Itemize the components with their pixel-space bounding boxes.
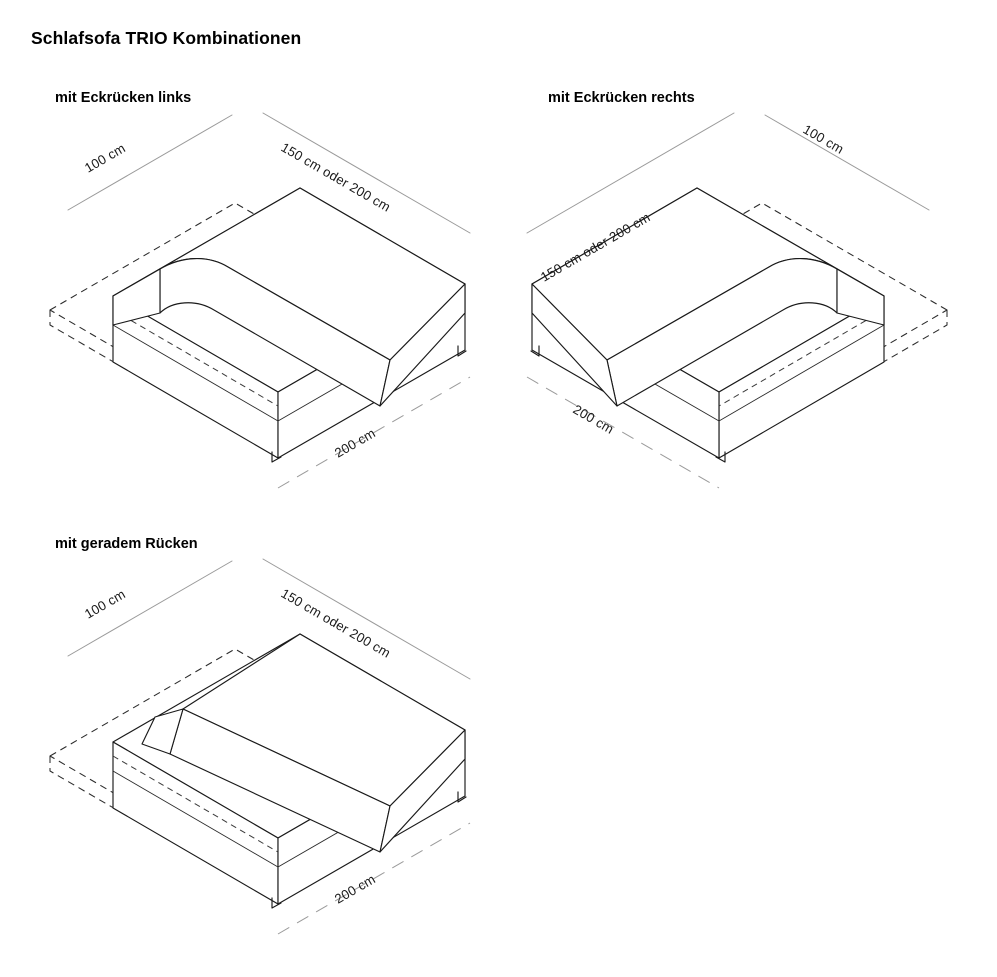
- svg-sofa-corner-left: 100 cm 150 cm oder 200 cm 200 cm: [49, 112, 471, 489]
- hidden-edge-base: [112, 309, 279, 407]
- dimension-bed-length-label: 200 cm: [332, 871, 378, 906]
- dimension-depth: 100 cm: [67, 114, 233, 211]
- panel-title-eckruecken-links: mit Eckrücken links: [55, 90, 192, 106]
- diagram-eckruecken-rechts: 150 cm oder 200 cm 100 cm 200 cm: [497, 110, 997, 510]
- dimension-depth: 100 cm: [764, 114, 930, 211]
- sofa-feet: [530, 345, 726, 463]
- sofa-feet: [271, 791, 467, 909]
- svg-sofa-straight-back: 100 cm 150 cm oder 200 cm 200 cm: [49, 558, 471, 935]
- hidden-edge-base: [718, 309, 885, 407]
- dimension-depth: 100 cm: [67, 560, 233, 657]
- dimension-bed-length-label: 200 cm: [332, 425, 378, 460]
- panel-title-gerader-ruecken: mit geradem Rücken: [55, 536, 198, 552]
- panel-title-eckruecken-rechts: mit Eckrücken rechts: [548, 90, 695, 106]
- dimension-depth-label: 100 cm: [82, 586, 128, 621]
- svg-sofa-corner-right: 150 cm oder 200 cm 100 cm 200 cm: [526, 112, 948, 489]
- backrest-corner-left: [112, 187, 466, 407]
- diagram-gerader-ruecken: 100 cm 150 cm oder 200 cm 200 cm: [0, 556, 500, 956]
- hidden-edge-base: [112, 755, 279, 853]
- backrest-straight: [141, 633, 466, 853]
- backrest-corner-right: [531, 187, 885, 407]
- diagram-eckruecken-links: 100 cm 150 cm oder 200 cm 200 cm: [0, 110, 500, 510]
- dimension-depth-label: 100 cm: [82, 140, 128, 175]
- sofa-feet: [271, 345, 467, 463]
- page-title: Schlafsofa TRIO Kombinationen: [31, 28, 302, 48]
- dimension-bed-length-label: 200 cm: [570, 402, 616, 437]
